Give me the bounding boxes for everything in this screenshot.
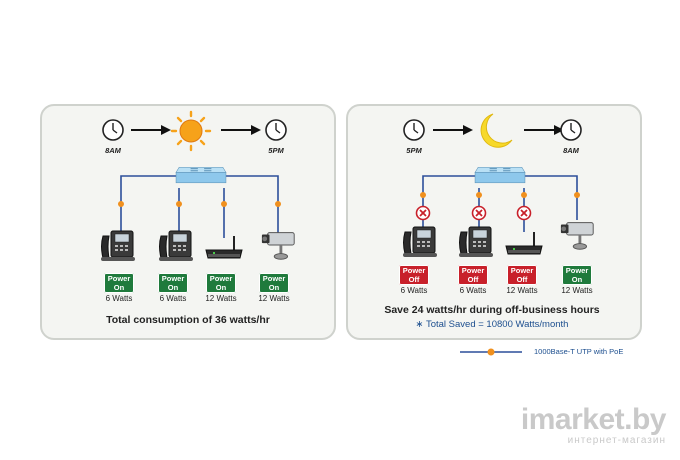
arrow-icon	[433, 125, 473, 135]
panel-business-hours	[40, 104, 336, 340]
wireless-ap-icon	[505, 231, 543, 255]
ip-camera-icon	[559, 221, 595, 251]
device-wattage: 6 Watts	[400, 286, 428, 295]
power-status-badge: Power On	[259, 273, 289, 293]
device-wattage: 12 Watts	[258, 294, 290, 303]
power-status-badge: Power On	[206, 273, 236, 293]
clock-icon	[265, 119, 287, 141]
poe-connector-markers	[118, 201, 281, 207]
start-time-label: 8AM	[105, 146, 121, 155]
left-caption: Total consumption of 36 watts/hr	[106, 314, 270, 326]
device-wattage: 12 Watts	[205, 294, 237, 303]
x-circle-icon	[516, 205, 532, 221]
poe-switch-icon	[175, 166, 227, 184]
poe-connector-markers	[420, 192, 580, 198]
watermark-brand: imarket.by	[520, 403, 667, 436]
device-wattage: 12 Watts	[561, 286, 593, 295]
arrow-icon	[131, 125, 171, 135]
power-status-badge: Power Off	[399, 265, 429, 285]
legend-label: 1000Base-T UTP with PoE	[534, 347, 624, 356]
wireless-ap-icon	[205, 235, 243, 259]
device-wattage: 12 Watts	[506, 286, 538, 295]
poe-links	[120, 175, 279, 238]
clock-icon	[403, 119, 425, 141]
moon-icon	[480, 113, 513, 148]
power-status-badge: Power On	[104, 273, 134, 293]
total-saved-note: ∗ Total Saved = 10800 Watts/month	[415, 319, 569, 330]
device-wattage: 6 Watts	[105, 294, 133, 303]
end-time-label: 5PM	[268, 146, 284, 155]
device-wattage: 6 Watts	[459, 286, 487, 295]
power-status-badge: Power Off	[507, 265, 537, 285]
ip-phone-icon	[158, 230, 194, 262]
power-status-badge: Power On	[562, 265, 592, 285]
watermark: imarket.by интернет-магазин	[520, 403, 667, 447]
right-caption: Save 24 watts/hr during off-business hou…	[384, 304, 600, 316]
sun-icon	[170, 110, 212, 152]
poe-links	[422, 175, 578, 232]
x-circle-icon	[471, 205, 487, 221]
end-time-label: 8AM	[563, 146, 579, 155]
legend-line-icon	[460, 348, 522, 356]
clock-icon	[560, 119, 582, 141]
power-status-badge: Power On	[158, 273, 188, 293]
device-wattage: 6 Watts	[159, 294, 187, 303]
poe-switch-icon	[474, 166, 526, 184]
x-circle-icon	[415, 205, 431, 221]
watermark-tagline: интернет-магазин	[567, 435, 666, 446]
clock-icon	[102, 119, 124, 141]
start-time-label: 5PM	[406, 146, 422, 155]
power-status-badge: Power Off	[458, 265, 488, 285]
arrow-icon	[524, 125, 564, 135]
arrow-icon	[221, 125, 261, 135]
ip-phone-icon	[402, 226, 438, 258]
ip-phone-icon	[100, 230, 136, 262]
ip-phone-icon	[458, 226, 494, 258]
ip-camera-icon	[260, 231, 296, 261]
